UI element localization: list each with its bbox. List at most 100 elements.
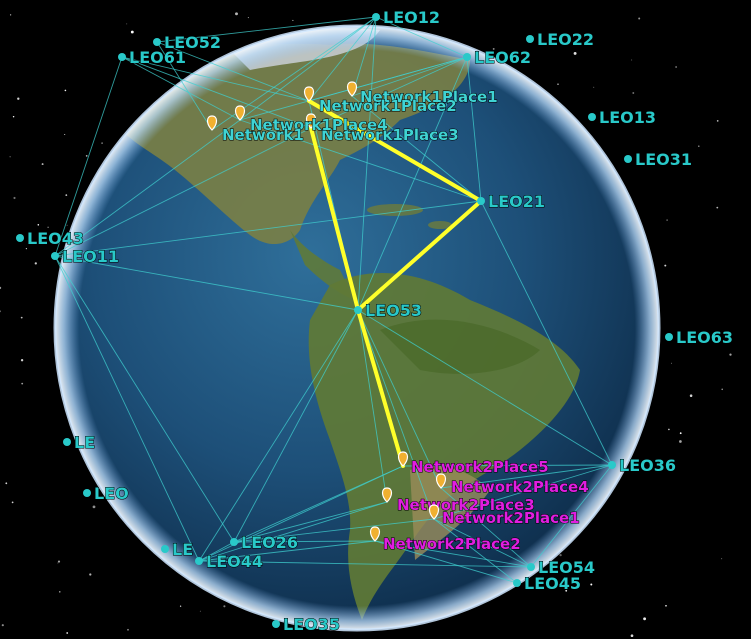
satellite-dot-icon[interactable] (153, 38, 161, 46)
satellite-label: LEO63 (676, 328, 733, 347)
star (0, 286, 2, 290)
satellite-link (433, 518, 532, 568)
place-marker[interactable]: Network1Place3 (305, 113, 459, 145)
place-marker[interactable]: Network2Place4 (435, 473, 589, 497)
map-pin-icon[interactable] (303, 86, 315, 102)
satellite-label: LEO13 (599, 108, 656, 127)
satellite-link (233, 518, 435, 543)
satellite-dot-icon[interactable] (16, 234, 24, 242)
satellite-node[interactable]: LEO31 (624, 150, 693, 170)
star (668, 428, 670, 431)
satellite-node[interactable]: LEO35 (272, 615, 341, 635)
place-label: Network2Place2 (383, 535, 521, 553)
place-label: Network2Place1 (442, 509, 580, 527)
satellite-node[interactable]: LEO53 (354, 301, 423, 321)
satellite-node[interactable]: LEO44 (195, 552, 264, 572)
star (9, 14, 12, 16)
satellite-label: LEO21 (488, 192, 545, 211)
satellite-dot-icon[interactable] (195, 557, 203, 565)
ground-places: Network1Place1Network1Place2Network1Plac… (206, 81, 589, 554)
satellite-dot-icon[interactable] (665, 333, 673, 341)
satellite-label: LEO12 (383, 8, 440, 27)
satellite-node[interactable]: LEO54 (527, 558, 596, 578)
satellite-label: LEO31 (635, 150, 692, 169)
satellite-link (357, 309, 442, 489)
satellite-link (121, 56, 310, 102)
map-pin-icon[interactable] (206, 115, 218, 131)
star (179, 605, 182, 607)
satellite-label: LEO54 (538, 558, 595, 577)
satellite-dot-icon[interactable] (527, 563, 535, 571)
satellite-node[interactable]: LEO13 (588, 108, 657, 128)
satellite-dot-icon[interactable] (118, 53, 126, 61)
place-marker[interactable]: Network2Place1 (428, 504, 580, 528)
star (559, 553, 562, 557)
star (65, 194, 68, 196)
satellite-dot-icon[interactable] (608, 461, 616, 469)
star (679, 440, 682, 443)
satellite-dot-icon[interactable] (230, 538, 238, 546)
place-marker[interactable]: Network2Place2 (369, 526, 521, 554)
satellite-link (357, 16, 377, 311)
satellite-dot-icon[interactable] (372, 13, 380, 21)
satellite-dot-icon[interactable] (354, 306, 362, 314)
star (11, 501, 14, 504)
satellite-node[interactable]: LEO (83, 484, 129, 504)
star (590, 583, 593, 586)
satellite-node[interactable]: LE (63, 433, 96, 453)
satellite-label: LEO44 (206, 552, 263, 571)
satellite-node[interactable]: LEO43 (16, 229, 85, 249)
satellite-node[interactable]: LE (161, 540, 194, 560)
satellite-label: LE (172, 540, 193, 559)
map-pin-icon[interactable] (381, 487, 393, 503)
satellite-link (198, 540, 376, 562)
map-pin-icon[interactable] (435, 473, 447, 489)
satellite-node[interactable]: LEO12 (372, 8, 441, 28)
star (671, 362, 672, 364)
star (89, 573, 92, 576)
satellite-node[interactable]: LEO26 (230, 533, 299, 553)
satellite-node[interactable]: LEO63 (665, 328, 734, 348)
star (57, 560, 61, 563)
place-marker[interactable]: Network2Place5 (397, 451, 549, 477)
satellite-dot-icon[interactable] (526, 35, 534, 43)
place-marker[interactable]: Network1Place4 (234, 105, 388, 135)
place-marker[interactable]: Network1Place2 (303, 86, 457, 116)
satellite-node[interactable]: LEO61 (118, 48, 187, 68)
satellite-link (375, 16, 468, 58)
satellite-node[interactable]: LEO11 (51, 247, 120, 267)
satellite-dot-icon[interactable] (477, 197, 485, 205)
satellite-node[interactable]: LEO21 (477, 192, 546, 212)
star (126, 23, 128, 25)
satellite-dot-icon[interactable] (63, 438, 71, 446)
satellite-node[interactable]: LEO45 (513, 574, 582, 594)
satellite-node[interactable]: LEO52 (153, 33, 222, 53)
satellite-link (54, 200, 482, 257)
satellite-label: LEO22 (537, 30, 594, 49)
satellite-dot-icon[interactable] (83, 489, 91, 497)
star (64, 133, 66, 136)
satellite-dot-icon[interactable] (513, 579, 521, 587)
satellite-dot-icon[interactable] (588, 113, 596, 121)
satellite-dot-icon[interactable] (463, 53, 471, 61)
place-marker[interactable]: Network1Place1 (346, 81, 498, 107)
satellite-node[interactable]: LEO62 (463, 48, 532, 68)
satellite-node[interactable]: LEO22 (526, 30, 595, 50)
map-pin-icon[interactable] (397, 451, 409, 467)
satellite-label: LEO53 (365, 301, 422, 320)
map-pin-icon[interactable] (234, 105, 246, 121)
satellite-dot-icon[interactable] (272, 620, 280, 628)
place-marker[interactable]: Network1 (206, 115, 304, 145)
highlighted-route (307, 99, 483, 468)
satellite-dot-icon[interactable] (51, 252, 59, 260)
star (721, 388, 723, 391)
satellite-node[interactable]: LEO36 (608, 456, 677, 476)
map-pin-icon[interactable] (428, 504, 440, 520)
map-pin-icon[interactable] (369, 526, 381, 542)
map-pin-icon[interactable] (305, 113, 317, 129)
satellite-dot-icon[interactable] (624, 155, 632, 163)
satellite-dot-icon[interactable] (161, 545, 169, 553)
map-pin-icon[interactable] (346, 81, 358, 97)
star (199, 610, 201, 612)
